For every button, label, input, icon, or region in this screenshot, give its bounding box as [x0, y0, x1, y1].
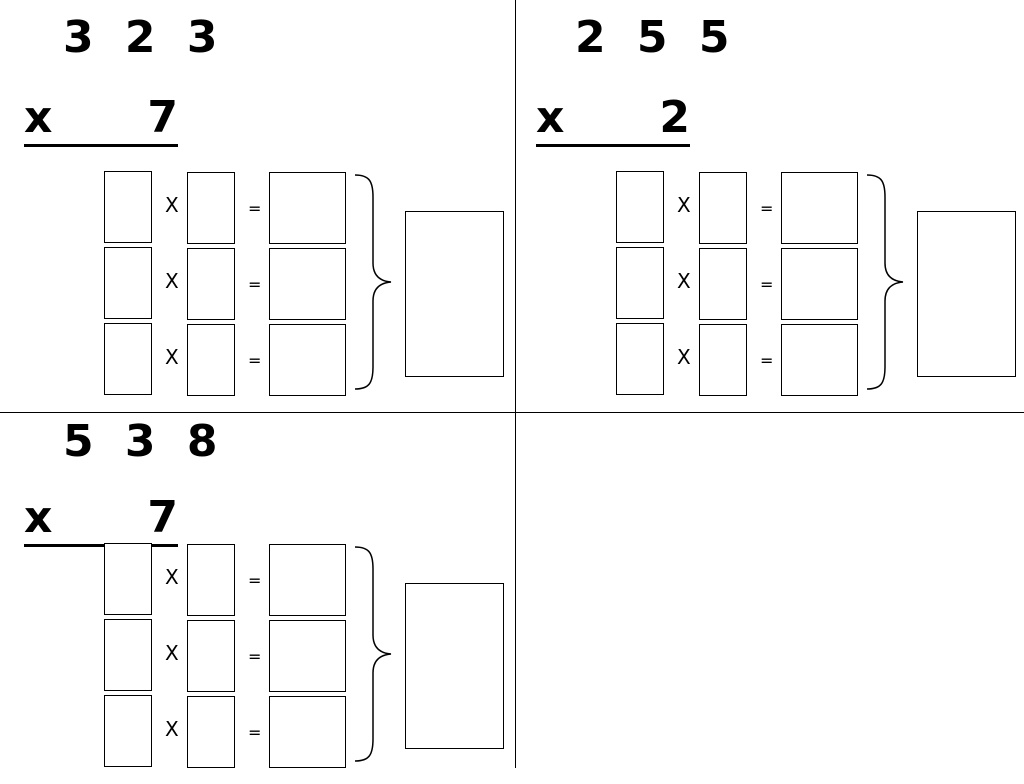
partial-product-row: X = — [104, 619, 349, 692]
place-value-box[interactable] — [104, 247, 152, 319]
factor-box[interactable] — [187, 696, 235, 768]
equals-label: = — [248, 275, 262, 294]
curly-brace-icon — [866, 174, 904, 390]
vertical-divider — [515, 0, 516, 768]
product-box[interactable] — [269, 248, 346, 320]
factor-box[interactable] — [187, 172, 235, 244]
curly-brace-icon — [354, 546, 392, 762]
partial-product-row: X = — [104, 543, 349, 616]
equals-label: = — [760, 275, 774, 294]
times-sign: x — [24, 492, 53, 543]
multiplicand: 5 3 8 — [63, 416, 226, 467]
partial-product-row: X = — [104, 695, 349, 768]
product-box[interactable] — [269, 172, 346, 244]
place-value-box[interactable] — [616, 171, 664, 243]
times-sign: x — [24, 92, 53, 143]
equals-label: = — [760, 199, 774, 218]
partial-product-row: X = — [616, 171, 861, 244]
factor-box[interactable] — [187, 324, 235, 396]
place-value-box[interactable] — [616, 323, 664, 395]
multiplier-row: x 7 — [24, 92, 178, 147]
times-sign: x — [536, 92, 565, 143]
times-label: X — [165, 269, 179, 293]
equals-label: = — [248, 351, 262, 370]
factor-box[interactable] — [187, 544, 235, 616]
horizontal-divider — [0, 412, 1024, 413]
problem-3: 5 3 8 x 7 X = X = X = — [0, 372, 512, 784]
equals-label: = — [248, 647, 262, 666]
answer-box[interactable] — [917, 211, 1016, 377]
times-label: X — [165, 717, 179, 741]
product-box[interactable] — [269, 324, 346, 396]
equals-label: = — [248, 571, 262, 590]
answer-box[interactable] — [405, 211, 504, 377]
factor-box[interactable] — [187, 248, 235, 320]
multiplicand: 3 2 3 — [63, 12, 226, 63]
factor-box[interactable] — [699, 248, 747, 320]
multiplier: 7 — [147, 92, 178, 143]
partial-product-row: X = — [104, 247, 349, 320]
place-value-box[interactable] — [104, 619, 152, 691]
multiplier: 2 — [659, 92, 690, 143]
partial-product-row: X = — [616, 247, 861, 320]
multiplier: 7 — [147, 492, 178, 543]
place-value-box[interactable] — [104, 543, 152, 615]
partial-product-row: X = — [104, 171, 349, 244]
equals-label: = — [760, 351, 774, 370]
product-box[interactable] — [269, 696, 346, 768]
equals-label: = — [248, 723, 262, 742]
place-value-box[interactable] — [616, 247, 664, 319]
times-label: X — [677, 193, 691, 217]
multiplier-row: x 7 — [24, 492, 178, 547]
times-label: X — [165, 345, 179, 369]
answer-box[interactable] — [405, 583, 504, 749]
product-box[interactable] — [269, 620, 346, 692]
place-value-box[interactable] — [104, 695, 152, 767]
problem-1: 3 2 3 x 7 X = X = X = — [0, 0, 512, 412]
times-label: X — [677, 345, 691, 369]
product-box[interactable] — [269, 544, 346, 616]
equals-label: = — [248, 199, 262, 218]
times-label: X — [165, 565, 179, 589]
factor-box[interactable] — [699, 324, 747, 396]
product-box[interactable] — [781, 248, 858, 320]
factor-box[interactable] — [699, 172, 747, 244]
place-value-box[interactable] — [104, 323, 152, 395]
times-label: X — [165, 641, 179, 665]
product-box[interactable] — [781, 324, 858, 396]
product-box[interactable] — [781, 172, 858, 244]
partial-product-row: X = — [104, 323, 349, 396]
factor-box[interactable] — [187, 620, 235, 692]
multiplier-row: x 2 — [536, 92, 690, 147]
times-label: X — [677, 269, 691, 293]
times-label: X — [165, 193, 179, 217]
place-value-box[interactable] — [104, 171, 152, 243]
partial-product-row: X = — [616, 323, 861, 396]
multiplicand: 2 5 5 — [575, 12, 738, 63]
problem-2: 2 5 5 x 2 X = X = X = — [512, 0, 1024, 412]
curly-brace-icon — [354, 174, 392, 390]
